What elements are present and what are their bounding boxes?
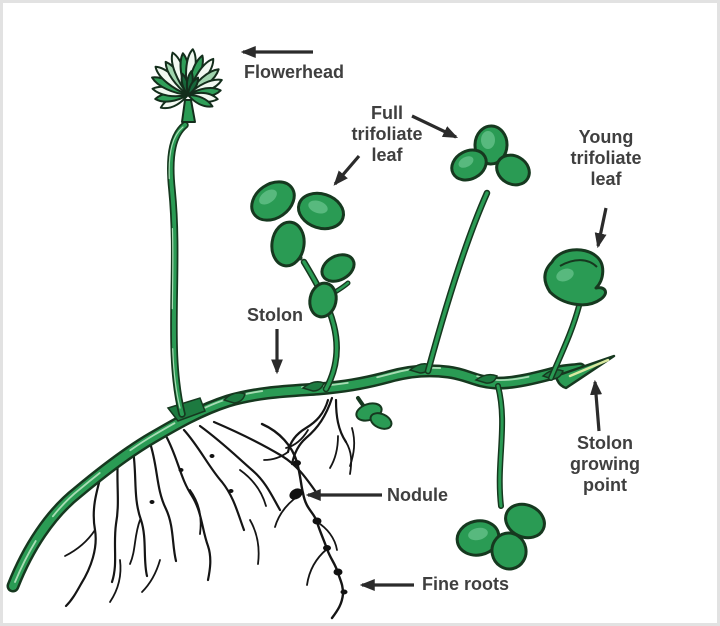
stolon-shoot-leaf xyxy=(355,402,393,430)
label-flowerhead: Flowerhead xyxy=(244,62,345,82)
stolon-illustration xyxy=(6,354,616,593)
label-full-trifoliate-leaf: Full trifoliate leaf xyxy=(351,103,423,165)
annotation-arrows xyxy=(240,46,608,591)
flowerhead-illustration xyxy=(151,48,223,123)
label-nodule: Nodule xyxy=(387,485,448,505)
full-leaf-right-arrow xyxy=(411,114,459,139)
nodules-illustration xyxy=(149,454,348,595)
stolon-growing-point-arrow xyxy=(590,379,603,432)
label-stolon: Stolon xyxy=(247,305,303,325)
full-leaf-left-arrow xyxy=(333,154,361,186)
label-stolon-growing-point: Stolon growing point xyxy=(570,433,640,495)
hanging-trifoliate-leaf xyxy=(455,502,546,571)
young-leaf-arrow xyxy=(594,207,608,249)
label-fine-roots: Fine roots xyxy=(422,574,510,594)
full-trifoliate-leaf-right xyxy=(450,124,531,187)
full-trifoliate-leaf-left xyxy=(250,180,356,319)
young-trifoliate-leaf-illustration xyxy=(543,248,607,307)
fine-roots-illustration xyxy=(64,396,356,620)
label-young-trifoliate-leaf: Young trifoliate leaf xyxy=(570,127,642,189)
